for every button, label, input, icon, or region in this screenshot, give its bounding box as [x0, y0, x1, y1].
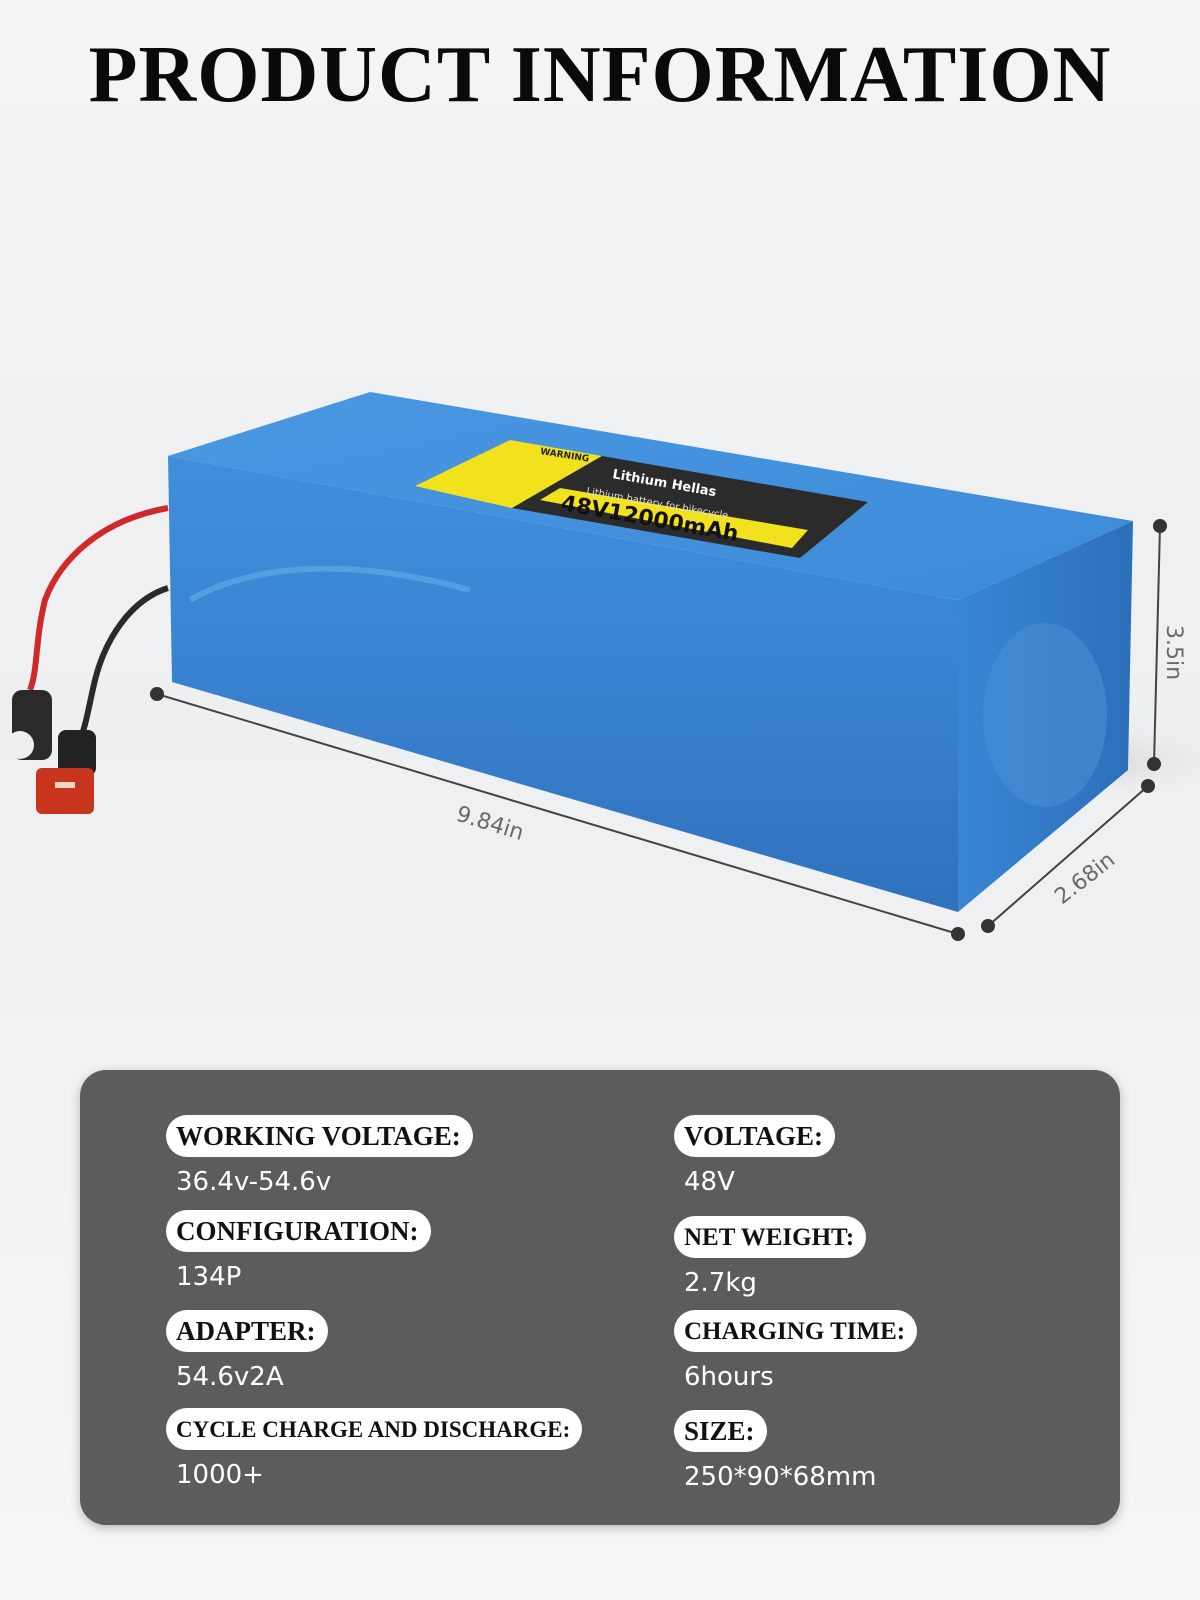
spec-value: 2.7kg [684, 1268, 757, 1298]
spec-charging-time: CHARGING TIME: 6hours [674, 1310, 918, 1392]
t-plug-connector [36, 768, 94, 814]
height-dimension-line [1153, 525, 1161, 765]
spec-working-voltage: WORKING VOLTAGE: 36.4v-54.6v [166, 1115, 473, 1197]
battery-highlight [188, 565, 471, 603]
t-plug-housing [58, 730, 96, 776]
spec-label: NET WEIGHT: [674, 1216, 867, 1258]
spec-label: CYCLE CHARGE AND DISCHARGE: [166, 1408, 583, 1450]
spec-cycle-charge: CYCLE CHARGE AND DISCHARGE: 1000+ [166, 1408, 583, 1490]
battery-label-yellow [415, 440, 602, 508]
spec-label: SIZE: [674, 1410, 767, 1452]
black-cable [77, 585, 169, 742]
spec-net-weight: NET WEIGHT: 2.7kg [674, 1216, 867, 1298]
battery-product-image: WARNING Lithium Hellas Lithium battery f… [6, 392, 1200, 941]
width-label: 2.68in [1050, 848, 1120, 910]
red-cable [27, 505, 169, 692]
spec-configuration: CONFIGURATION: 134P [166, 1210, 431, 1292]
spec-value: 54.6v2A [176, 1362, 284, 1392]
spec-value: 48V [684, 1167, 735, 1197]
spec-label: ADAPTER: [166, 1310, 328, 1352]
spec-label: WORKING VOLTAGE: [166, 1115, 473, 1157]
length-label: 9.84in [453, 802, 526, 846]
spec-size: SIZE: 250*90*68mm [674, 1410, 876, 1492]
page-title: PRODUCT INFORMATION [88, 31, 1112, 119]
spec-value: 6hours [684, 1362, 774, 1392]
spec-panel: WORKING VOLTAGE: 36.4v-54.6v CONFIGURATI… [80, 1070, 1120, 1525]
spec-label: VOLTAGE: [674, 1115, 835, 1157]
battery-label-capacity-band [540, 488, 808, 548]
spec-label: CHARGING TIME: [674, 1310, 918, 1352]
spec-value: 36.4v-54.6v [176, 1167, 332, 1197]
spec-value: 250*90*68mm [684, 1462, 877, 1492]
height-label: 3.5in [1161, 625, 1186, 680]
battery-end-cap [983, 623, 1107, 807]
spec-adapter: ADAPTER: 54.6v2A [166, 1310, 328, 1392]
length-dimension-line [156, 693, 959, 935]
spec-voltage: VOLTAGE: 48V [674, 1115, 835, 1197]
spec-label: CONFIGURATION: [166, 1210, 431, 1252]
width-dimension-line [987, 785, 1149, 927]
spec-value: 1000+ [176, 1460, 264, 1490]
spec-value: 134P [176, 1262, 242, 1292]
